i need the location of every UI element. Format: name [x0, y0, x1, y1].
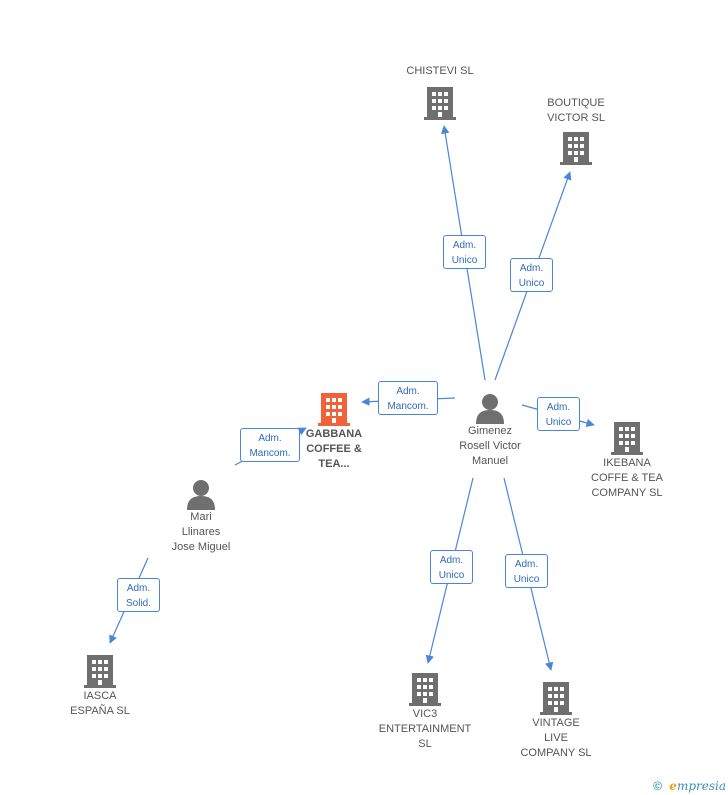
company-label: IASCA ESPAÑA SL	[70, 690, 130, 717]
company-label: VINTAGE LIVE COMPANY SL	[520, 717, 592, 759]
footer-brand: © empresia	[653, 779, 726, 793]
edge-label-to-ikebana[interactable]: Adm. Unico	[537, 397, 580, 431]
edge-label-to-gabbana-from-gimenez[interactable]: Adm. Mancom.	[378, 381, 438, 415]
person-node-gimenez[interactable]: Gimenez Rosell Victor Manuel	[444, 392, 536, 469]
building-icon	[84, 655, 116, 688]
person-icon	[187, 480, 215, 510]
building-icon	[409, 673, 441, 706]
company-node-iasca[interactable]: IASCA ESPAÑA SL	[55, 653, 145, 719]
company-node-chistevi[interactable]: CHISTEVI SL	[394, 64, 486, 121]
company-label: IKEBANA COFFE & TEA COMPANY SL	[591, 457, 663, 499]
company-node-vic3[interactable]: VIC3 ENTERTAINMENT SL	[375, 671, 475, 752]
company-label: VIC3 ENTERTAINMENT SL	[378, 708, 472, 750]
person-label: Gimenez Rosell Victor Manuel	[459, 425, 521, 467]
company-node-ikebana[interactable]: IKEBANA COFFE & TEA COMPANY SL	[580, 420, 674, 501]
company-label: GABBANA COFFEE & TEA...	[305, 428, 363, 470]
building-icon	[318, 393, 350, 426]
edge-label-to-iasca[interactable]: Adm. Solid.	[117, 578, 160, 612]
company-label: BOUTIQUE VICTOR SL	[547, 97, 605, 124]
company-node-vintage[interactable]: VINTAGE LIVE COMPANY SL	[510, 680, 602, 761]
edge-label-to-vic3[interactable]: Adm. Unico	[430, 550, 473, 584]
brand-logo: empresia	[669, 779, 726, 793]
building-icon	[540, 682, 572, 715]
edge-label-to-vintage[interactable]: Adm. Unico	[505, 554, 548, 588]
building-icon	[424, 87, 456, 120]
person-node-mari[interactable]: Mari Llinares Jose Miguel	[155, 478, 247, 555]
company-node-boutique[interactable]: BOUTIQUE VICTOR SL	[530, 96, 622, 166]
building-icon	[611, 422, 643, 455]
person-icon	[476, 394, 504, 424]
person-label: Mari Llinares Jose Miguel	[171, 511, 231, 553]
edge-label-to-chistevi[interactable]: Adm. Unico	[443, 235, 486, 269]
copyright-icon: ©	[653, 779, 662, 793]
building-icon	[560, 132, 592, 165]
company-label: CHISTEVI SL	[406, 65, 474, 77]
company-node-gabbana[interactable]: GABBANA COFFEE & TEA...	[294, 391, 374, 472]
edge-label-to-gabbana-from-mari[interactable]: Adm. Mancom.	[240, 428, 300, 462]
edge-label-to-boutique[interactable]: Adm. Unico	[510, 258, 553, 292]
